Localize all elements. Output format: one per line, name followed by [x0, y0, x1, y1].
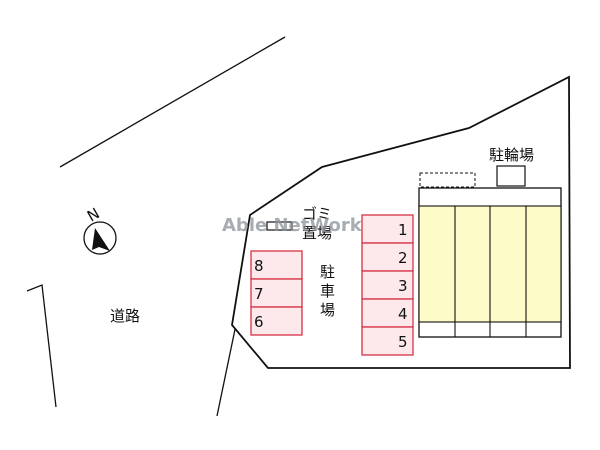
parking-space [250, 250, 303, 280]
garbage-station [266, 221, 293, 231]
road-edge-top [59, 36, 286, 168]
parking-space-number: 2 [398, 249, 408, 267]
watermark: Able NetWork [222, 215, 363, 236]
parking-group-left: 8 7 6 [250, 250, 303, 336]
parking-space-number: 4 [398, 305, 408, 323]
apartment-building [418, 187, 562, 338]
parking-space-number: 6 [254, 313, 264, 331]
parking-space-number: 7 [254, 285, 264, 303]
parking-group-right: 1 2 3 4 5 [361, 214, 414, 356]
road-edge-left [26, 284, 57, 408]
compass-icon: N [83, 204, 117, 255]
garbage-label-line2: 置場 [302, 224, 332, 242]
parking-space-number: 1 [398, 221, 408, 239]
parking-space-number: 8 [254, 257, 264, 275]
parking-space [361, 326, 414, 356]
parking-space [361, 242, 414, 272]
parking-space [361, 214, 414, 244]
parking-label-char2: 車 [320, 282, 335, 300]
parking-space-number: 5 [398, 333, 408, 351]
bicycle-parking [496, 165, 526, 187]
garbage-label-line1: ゴミ [302, 205, 332, 223]
parking-space-number: 3 [398, 277, 408, 295]
parking-space [250, 306, 303, 336]
parking-space [361, 270, 414, 300]
road-label: 道路 [110, 307, 140, 325]
parking-label-char3: 場 [320, 301, 335, 319]
bicycle-parking-label: 駐輪場 [489, 146, 534, 164]
parking-label-char1: 駐 [320, 263, 335, 281]
dashed-area [419, 172, 476, 188]
